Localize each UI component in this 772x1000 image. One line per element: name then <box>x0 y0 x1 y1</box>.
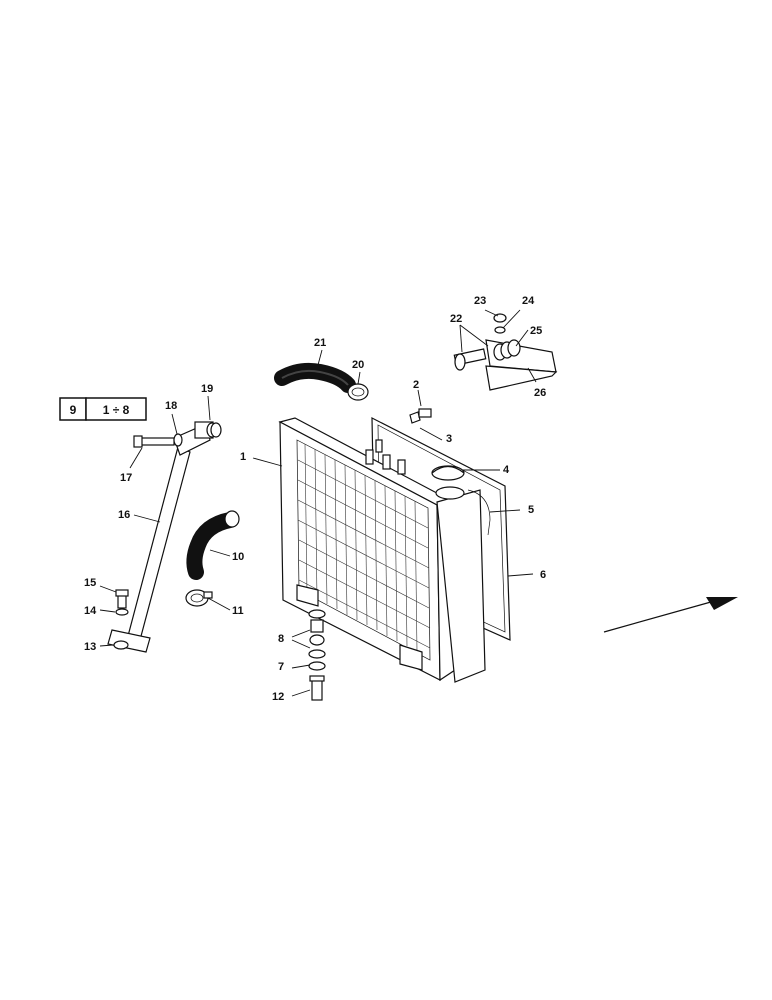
callout-3: 3 <box>446 433 452 445</box>
overflow-pipe <box>467 489 491 536</box>
bolt-17 <box>133 435 175 448</box>
callout-1: 1 <box>240 451 246 463</box>
mount-stack <box>308 609 326 701</box>
studs <box>365 439 406 475</box>
callout-23: 23 <box>474 295 486 307</box>
callout-labels: 1 2 3 4 5 6 7 8 10 11 12 13 14 15 16 17 … <box>84 295 546 703</box>
filler-cap <box>431 465 465 481</box>
reference-box: 9 1 ÷ 8 <box>59 397 147 421</box>
callout-5: 5 <box>528 504 534 516</box>
bolt-2 <box>409 408 432 424</box>
radiator-grid <box>296 439 431 661</box>
callout-11: 11 <box>232 605 244 617</box>
callout-18: 18 <box>165 400 177 412</box>
callout-16: 16 <box>118 509 130 521</box>
leader-lines <box>99 309 537 697</box>
callout-7: 7 <box>278 661 284 673</box>
callout-6: 6 <box>540 569 546 581</box>
expansion-mount-bracket <box>453 313 558 391</box>
callout-13: 13 <box>84 641 96 653</box>
lower-hose <box>186 510 240 580</box>
washer-14 <box>115 608 129 616</box>
callout-14: 14 <box>84 605 97 617</box>
callout-26: 26 <box>534 387 546 399</box>
callout-2: 2 <box>413 379 419 391</box>
callout-8: 8 <box>278 633 284 645</box>
callout-17: 17 <box>120 472 132 484</box>
callout-20: 20 <box>352 359 364 371</box>
reference-range: 1 ÷ 8 <box>103 403 130 417</box>
bolt-15 <box>115 589 129 609</box>
upper-hose <box>274 362 356 393</box>
callout-25: 25 <box>530 325 542 337</box>
direction-arrow <box>603 597 738 633</box>
callout-19: 19 <box>201 383 213 395</box>
callout-12: 12 <box>272 691 284 703</box>
callout-22: 22 <box>450 313 462 325</box>
callout-10: 10 <box>232 551 244 563</box>
stay-rod <box>107 421 214 653</box>
callout-21: 21 <box>314 337 326 349</box>
callout-24: 24 <box>522 295 535 307</box>
nut-13 <box>113 640 129 650</box>
spring-19 <box>206 422 222 438</box>
reference-group: 9 <box>70 403 77 417</box>
callout-15: 15 <box>84 577 96 589</box>
callout-4: 4 <box>503 464 510 476</box>
hose-clamp-11 <box>185 589 213 607</box>
washer-18 <box>173 433 183 447</box>
hose-clamp-20 <box>347 383 369 401</box>
